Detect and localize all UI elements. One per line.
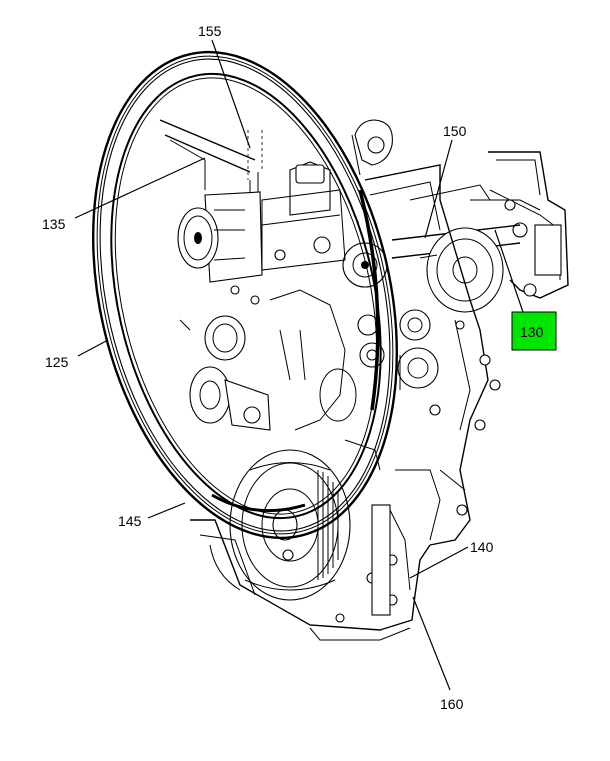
leader-160 (412, 596, 451, 691)
leader-145 (147, 502, 186, 519)
callout-145[interactable]: 145 (118, 513, 142, 529)
callout-labels: 155 150 135 130 125 145 140 160 (42, 23, 544, 712)
engine-illustration (159, 119, 569, 641)
leader-130 (494, 229, 526, 319)
callout-160[interactable]: 160 (440, 696, 464, 712)
leader-140 (409, 546, 469, 579)
callout-140[interactable]: 140 (470, 539, 494, 555)
callout-130[interactable]: 130 (520, 324, 544, 340)
seal-ring (91, 50, 399, 540)
callout-150[interactable]: 150 (443, 123, 467, 139)
leader-155 (211, 39, 251, 149)
callout-135[interactable]: 135 (42, 216, 66, 232)
leader-125 (77, 339, 109, 357)
callout-155[interactable]: 155 (198, 23, 222, 39)
leader-135 (74, 157, 206, 219)
leader-150 (424, 139, 453, 239)
highlight-box-130 (511, 311, 557, 351)
callout-125[interactable]: 125 (45, 354, 69, 370)
leader-lines (74, 39, 526, 691)
